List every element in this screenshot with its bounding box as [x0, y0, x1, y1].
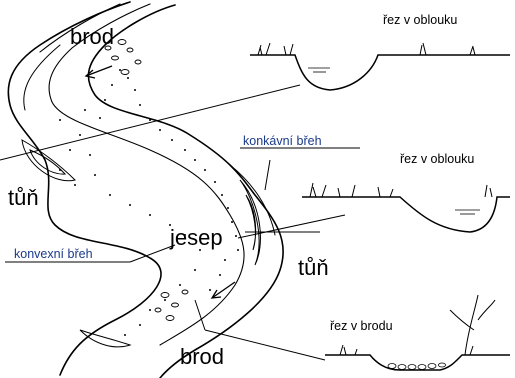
section-oblouk-2 [302, 183, 510, 232]
river-bank-inner [88, 5, 283, 378]
label-brod-bottom: brod [180, 344, 224, 369]
valley-edge-left [24, 45, 60, 110]
label-jesep: jesep [169, 225, 223, 250]
flow-arrows [86, 66, 235, 298]
section-title-oblouk-2: řez v oblouku [400, 152, 474, 166]
river-channel [8, 2, 283, 378]
label-brod-top: brod [70, 24, 114, 49]
label-konkavni-breh: konkávní břeh [243, 134, 322, 148]
label-tun-right: tůň [298, 255, 329, 280]
pebbles [105, 40, 188, 321]
leader-lines [0, 85, 360, 360]
label-konvexni-breh: konvexní břeh [14, 247, 93, 261]
label-tun-left: tůň [8, 185, 39, 210]
section-oblouk-1 [250, 43, 510, 90]
section-title-oblouk-1: řez v oblouku [383, 13, 457, 27]
pool-contours [22, 140, 260, 347]
section-title-brod: řez v brodu [330, 319, 393, 333]
